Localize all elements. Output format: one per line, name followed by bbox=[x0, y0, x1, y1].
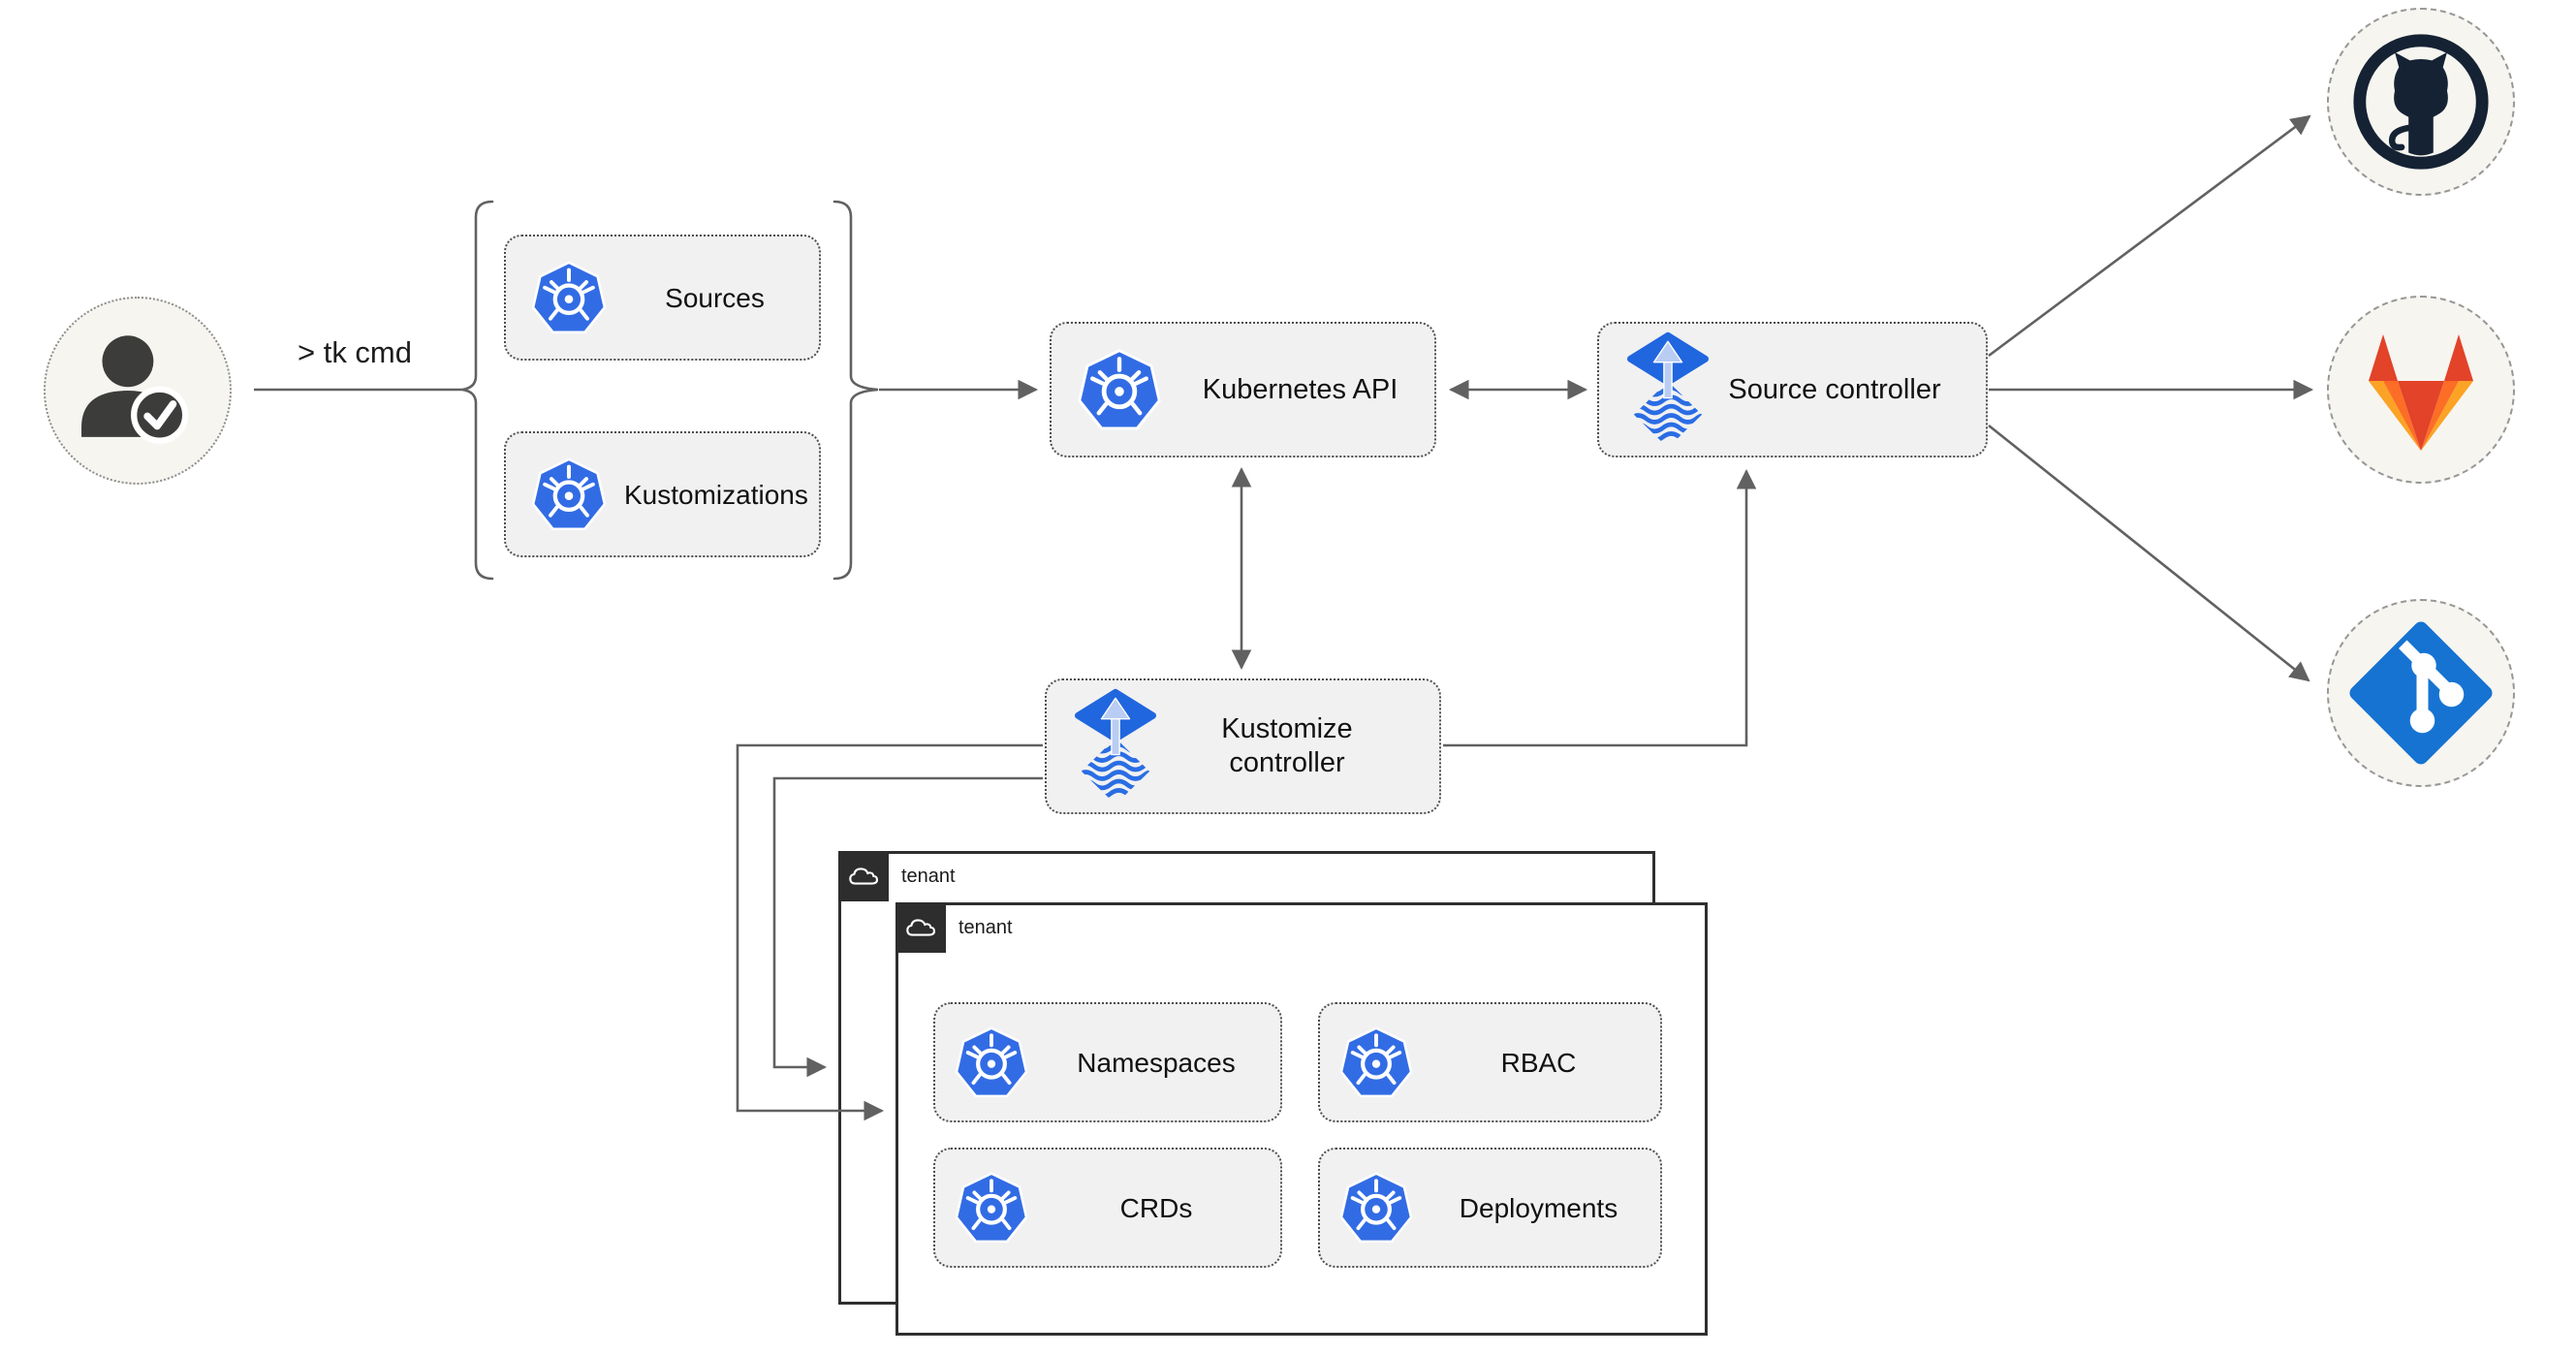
tenant-header bbox=[838, 851, 889, 901]
connector-source-to-github bbox=[1988, 114, 2311, 358]
rbac-label: RBAC bbox=[1500, 1047, 1577, 1078]
flux-icon bbox=[1626, 331, 1710, 448]
kubernetes-icon bbox=[1073, 343, 1166, 436]
source-controller-node: Source controller bbox=[1597, 322, 1988, 457]
bracket-left bbox=[461, 200, 494, 581]
kubernetes-icon bbox=[527, 453, 611, 536]
deployments-node: Deployments bbox=[1318, 1148, 1662, 1268]
connector-source-to-git bbox=[1988, 424, 2310, 682]
tenant-header bbox=[895, 902, 946, 953]
rbac-node: RBAC bbox=[1318, 1002, 1662, 1122]
kubernetes-api-label: Kubernetes API bbox=[1202, 373, 1398, 405]
kubernetes-icon bbox=[951, 1164, 1032, 1251]
kustomize-controller-label: Kustomize controller bbox=[1221, 713, 1353, 778]
git-icon bbox=[2348, 620, 2494, 766]
tk-cmd-label: > tk cmd bbox=[297, 335, 412, 369]
tenant-window-front: tenant Namespaces RBAC CRDs Deployments bbox=[895, 902, 1708, 1336]
bracket-right bbox=[832, 200, 879, 581]
kubernetes-icon bbox=[951, 1019, 1032, 1106]
kubernetes-api-node: Kubernetes API bbox=[1050, 322, 1436, 457]
kubernetes-icon bbox=[1335, 1164, 1417, 1251]
deployments-label: Deployments bbox=[1459, 1192, 1618, 1223]
git-provider bbox=[2327, 599, 2515, 787]
sources-label: Sources bbox=[665, 282, 765, 313]
source-controller-label: Source controller bbox=[1728, 373, 1941, 405]
connector-kustomize-to-source bbox=[1443, 468, 1757, 747]
user-actor bbox=[44, 297, 232, 485]
kustomizations-node: Kustomizations bbox=[504, 431, 821, 557]
gitlab-icon bbox=[2348, 323, 2494, 457]
github-provider bbox=[2327, 8, 2515, 196]
kustomize-controller-node: Kustomize controller bbox=[1045, 678, 1441, 814]
sources-node: Sources bbox=[504, 235, 821, 361]
namespaces-node: Namespaces bbox=[933, 1002, 1282, 1122]
cloud-icon bbox=[847, 865, 880, 888]
tenant-label: tenant bbox=[958, 917, 1013, 938]
flux-icon bbox=[1074, 688, 1157, 804]
crds-node: CRDs bbox=[933, 1148, 1282, 1268]
github-icon bbox=[2352, 33, 2490, 171]
namespaces-label: Namespaces bbox=[1077, 1047, 1236, 1078]
cloud-icon bbox=[904, 916, 937, 939]
kubernetes-icon bbox=[1335, 1019, 1417, 1106]
kustomizations-label: Kustomizations bbox=[624, 479, 808, 510]
person-check-icon bbox=[77, 330, 199, 452]
gitlab-provider bbox=[2327, 296, 2515, 484]
crds-label: CRDs bbox=[1119, 1192, 1193, 1223]
kubernetes-icon bbox=[527, 256, 611, 339]
tenant-label: tenant bbox=[901, 866, 956, 887]
